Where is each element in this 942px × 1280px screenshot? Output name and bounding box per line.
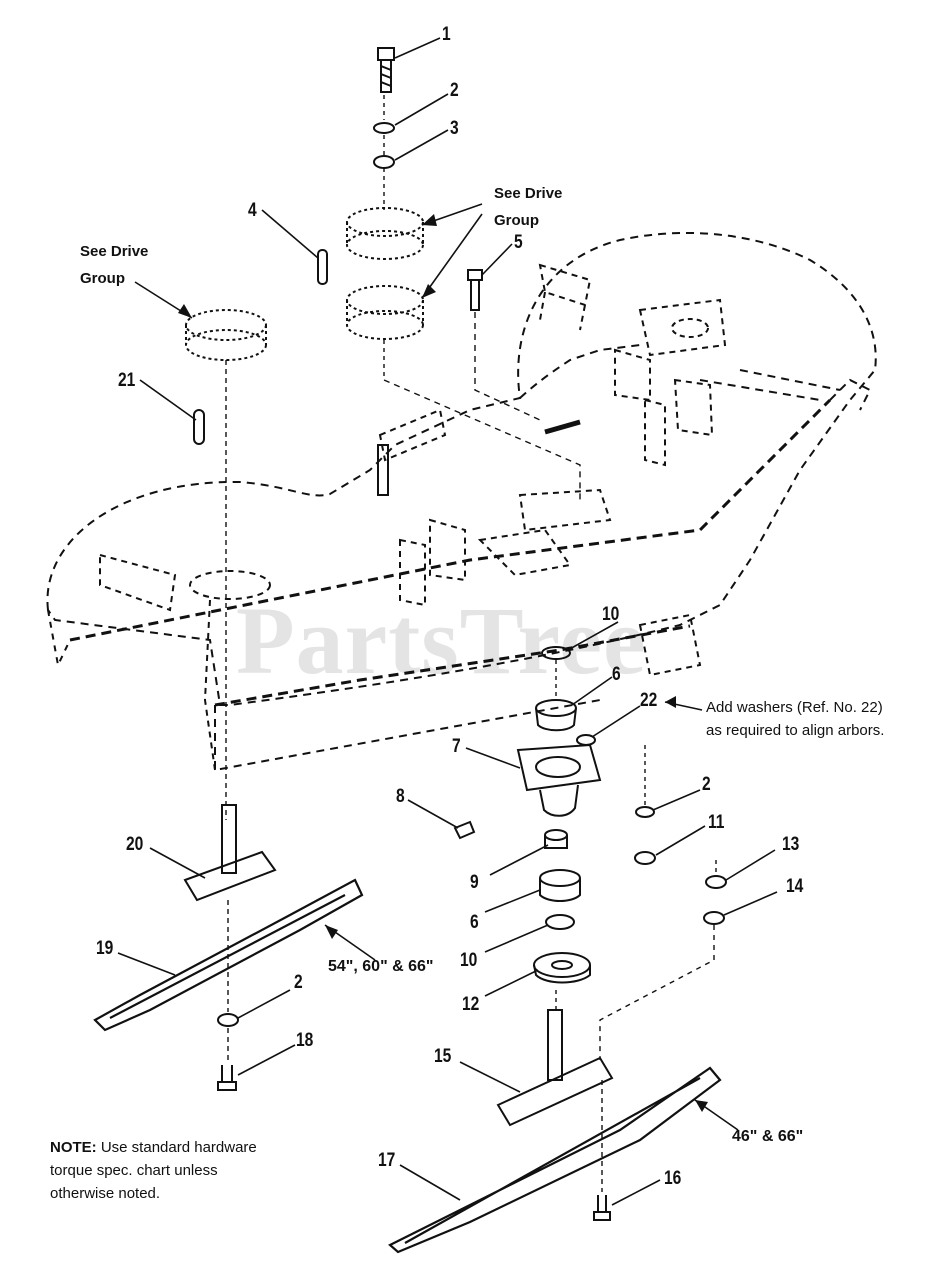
- callout-22: 22: [640, 690, 658, 711]
- callout-2-bottom: 2: [294, 972, 303, 993]
- washer-14: [703, 911, 725, 925]
- callout-19: 19: [96, 938, 114, 959]
- blade-adapter-20: [183, 804, 277, 902]
- callout-1: 1: [442, 24, 451, 45]
- callout-8: 8: [396, 786, 405, 807]
- callout-13: 13: [782, 834, 800, 855]
- callout-16: 16: [664, 1168, 682, 1189]
- bearing-6-top: [535, 699, 577, 732]
- right-lower-bracket: [638, 613, 702, 677]
- washer-2-bottom: [217, 1013, 239, 1027]
- spacer-9: [544, 829, 568, 849]
- grease-fitting-8: [453, 820, 476, 840]
- deck-left-lip: [47, 609, 71, 669]
- pin-21: [193, 409, 205, 445]
- callout-6-bottom: 6: [470, 912, 479, 933]
- note-line-2: torque spec. chart unless: [50, 1162, 218, 1179]
- bolt-16: [593, 1195, 611, 1221]
- washer-22: [576, 734, 596, 746]
- deck-front-edge: [69, 398, 832, 642]
- top-bracket: [538, 263, 592, 331]
- washer-3: [373, 155, 395, 169]
- belt-guide: [519, 344, 641, 399]
- washer-2-top: [373, 122, 395, 134]
- callout-5: 5: [514, 232, 523, 253]
- see-drive-group-left: See Drive Group: [80, 243, 149, 287]
- nut-13: [705, 875, 727, 889]
- washer-10-bottom: [545, 914, 575, 930]
- callout-20: 20: [126, 834, 144, 855]
- callout-21: 21: [118, 370, 136, 391]
- callout-14: 14: [786, 876, 804, 897]
- blade-17-size-label: 46" & 66": [732, 1128, 804, 1145]
- bolt-5: [467, 269, 483, 311]
- pin-4: [317, 249, 328, 285]
- note-prefix: NOTE:: [50, 1139, 97, 1156]
- callout-17: 17: [378, 1150, 396, 1171]
- see-drive-group-top: See Drive Group: [494, 185, 563, 229]
- callout-11: 11: [708, 812, 725, 833]
- callout-18: 18: [296, 1030, 314, 1051]
- deck-skirt: [214, 699, 601, 772]
- callout-12: 12: [462, 994, 480, 1015]
- deck-lower-edge: [214, 624, 691, 707]
- washer-alignment-note: Add washers (Ref. No. 22) as required to…: [706, 699, 885, 739]
- nut-11: [634, 851, 656, 865]
- callout-3: 3: [450, 118, 459, 139]
- blade-19-size-label: 54", 60" & 66": [328, 958, 434, 975]
- callout-15: 15: [434, 1046, 452, 1067]
- torque-note: NOTE: Use standard hardware torque spec.…: [50, 1136, 257, 1205]
- callout-10-bottom: 10: [460, 950, 478, 971]
- center-lower-bracket: [399, 518, 466, 607]
- pulley-left: [185, 309, 267, 361]
- blade-adapter-15: [496, 1009, 614, 1127]
- blade-17: [388, 1066, 722, 1254]
- mower-deck-outline: [46, 231, 877, 706]
- bearing-6-bottom: [539, 869, 581, 902]
- callout-2: 2: [450, 80, 459, 101]
- bolt-18: [217, 1065, 237, 1091]
- callout-9: 9: [470, 872, 479, 893]
- left-bracket: [99, 553, 177, 612]
- spindle-housing-7: [516, 743, 602, 817]
- callout-2-mid: 2: [702, 774, 711, 795]
- bolt-1: [377, 47, 395, 93]
- mount-plate: [638, 298, 727, 357]
- callout-7: 7: [452, 736, 461, 757]
- deck-rib: [699, 369, 841, 401]
- pulley-middle: [346, 285, 424, 340]
- hub-12: [533, 952, 591, 984]
- idler-plate: [477, 528, 572, 577]
- callout-4: 4: [248, 200, 257, 221]
- right-bracket: [614, 348, 714, 467]
- leader-lines: [117, 37, 778, 1206]
- washer-10-top: [541, 646, 571, 660]
- washer-2-mid: [635, 806, 655, 818]
- callout-10-top: 10: [602, 604, 620, 625]
- idler-arm: [518, 488, 612, 532]
- note-line-3: otherwise noted.: [50, 1185, 161, 1202]
- leader-arrowheads: [178, 214, 708, 1112]
- center-bracket: [378, 408, 447, 462]
- note-line-1: Use standard hardware: [96, 1139, 257, 1156]
- watermark: PartsTree: [236, 587, 647, 694]
- callout-6-top: 6: [612, 664, 621, 685]
- pulley-top: [346, 207, 424, 260]
